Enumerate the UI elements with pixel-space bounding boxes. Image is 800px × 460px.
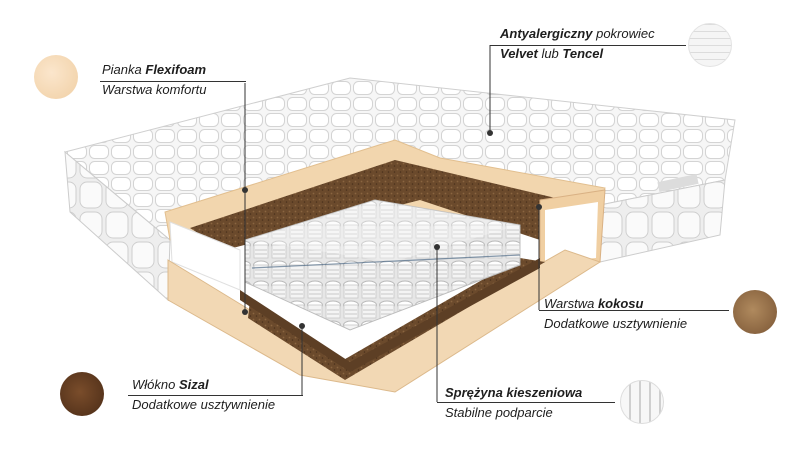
cover-label: Antyalergiczny pokrowiec Velvet lub Tenc…: [500, 26, 655, 61]
coconut-fiber-swatch-icon: [733, 290, 777, 334]
flexifoam-label: Pianka Flexifoam Warstwa komfortu: [102, 62, 207, 97]
sisal-label: Włókno Sizal Dodatkowe usztywnienie: [132, 377, 276, 412]
foam-swatch-icon: [34, 55, 78, 99]
sisal-underline: [128, 395, 303, 396]
coconut-label: Warstwa kokosu Dodatkowe usztywnienie: [544, 296, 688, 331]
coconut-underline: [539, 310, 729, 311]
springs-underline: [437, 402, 615, 403]
sisal-fiber-swatch-icon: [60, 372, 104, 416]
quilted-fabric-swatch-icon: [688, 23, 732, 67]
flexifoam-underline: [100, 81, 246, 82]
cover-underline: [490, 45, 686, 46]
pocket-spring-swatch-icon: [620, 380, 664, 424]
springs-label: Sprężyna kieszeniowa Stabilne podparcie: [445, 385, 583, 420]
